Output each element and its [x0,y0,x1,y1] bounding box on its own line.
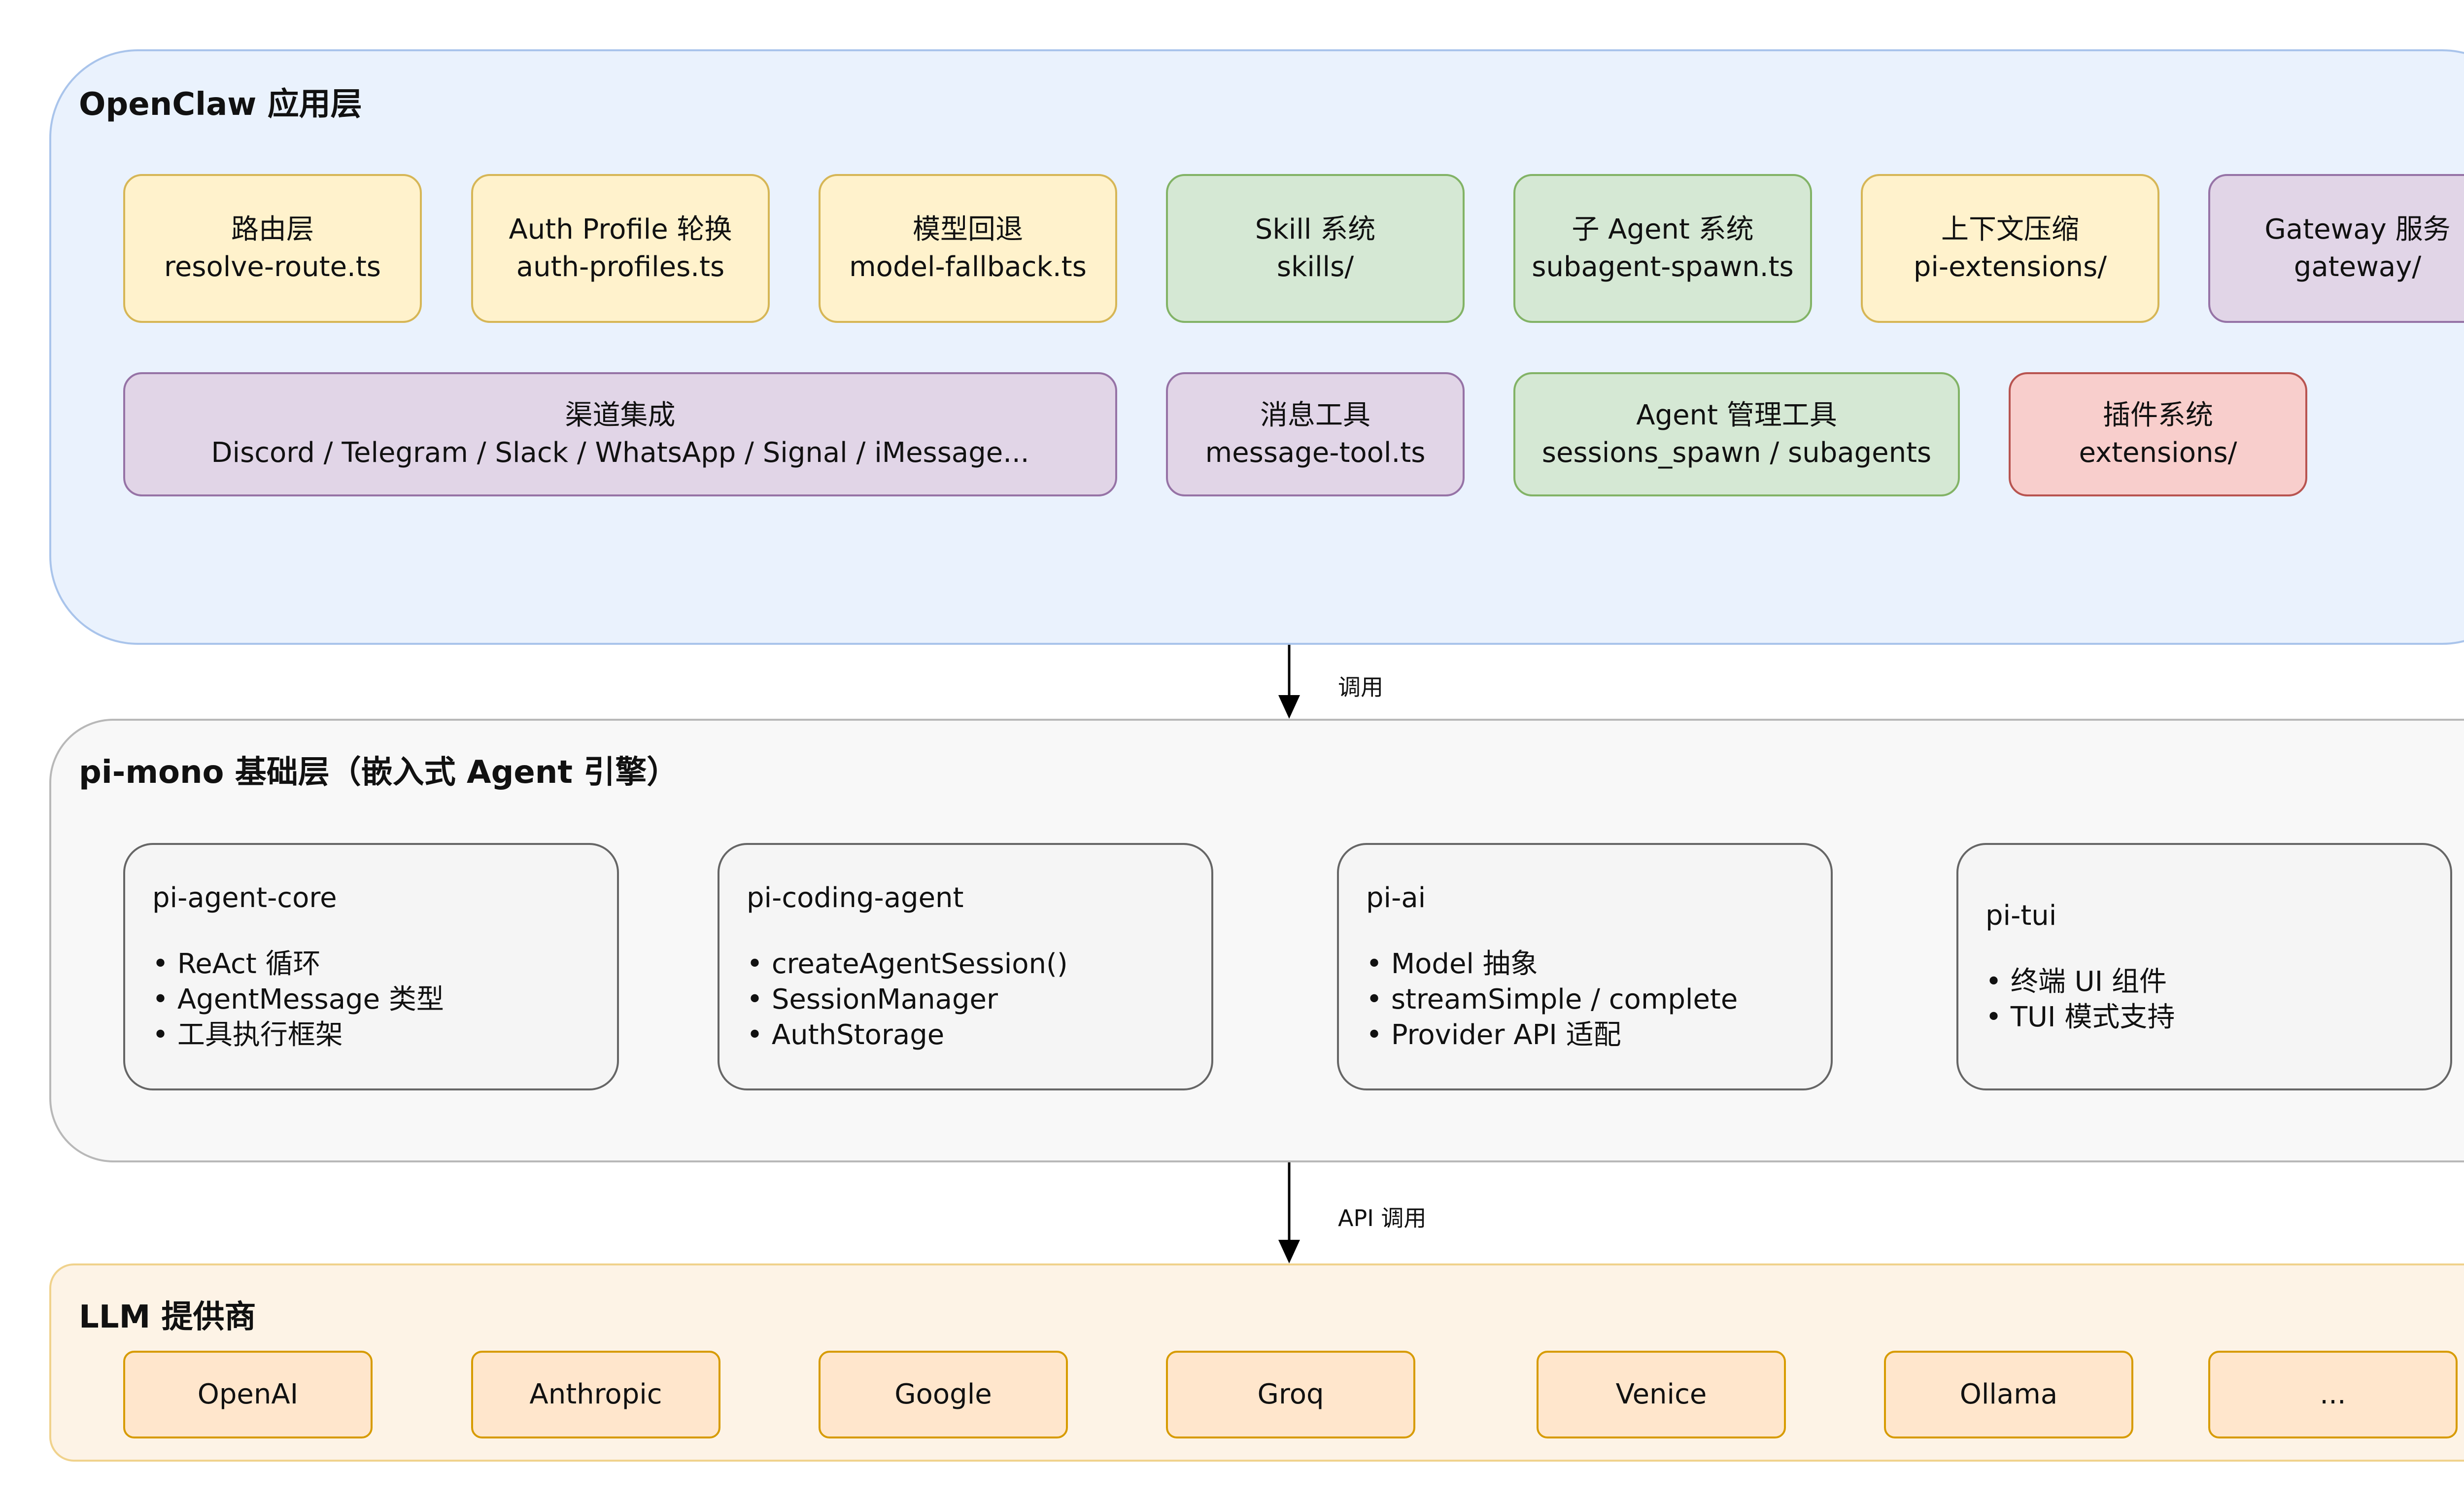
package-feature: • AgentMessage 类型 [152,983,444,1016]
module-gateway-service-label: Gateway 服务 [2264,213,2451,245]
package-pi-tui[interactable]: pi-tui • 终端 UI 组件 • TUI 模式支持 [1956,843,2452,1090]
package-feature: • Model 抽象 [1366,948,1538,980]
package-feature: • 工具执行框架 [152,1019,343,1051]
app-layer-container [49,49,2464,645]
module-plugin-system[interactable]: 插件系统 extensions/ [2009,372,2307,496]
package-name: pi-ai [1366,882,1426,914]
module-skill-system[interactable]: Skill 系统 skills/ [1166,174,1465,323]
package-feature: • TUI 模式支持 [1985,1001,2175,1033]
module-model-fallback-file: model-fallback.ts [849,251,1087,283]
module-channel-integration[interactable]: 渠道集成 Discord / Telegram / Slack / WhatsA… [123,372,1117,496]
provider-label: Anthropic [529,1378,662,1410]
provider-groq[interactable]: Groq [1166,1351,1415,1438]
module-context-compression-file: pi-extensions/ [1913,251,2107,283]
edge-label-api-call: API 调用 [1338,1205,1427,1231]
package-feature: • SessionManager [747,983,998,1016]
package-feature: • createAgentSession() [747,948,1068,980]
module-routing-file: resolve-route.ts [164,251,381,283]
provider-label: OpenAI [197,1378,299,1410]
provider-more[interactable]: ... [2208,1351,2458,1438]
edge-label-call: 调用 [1338,674,1383,700]
module-auth-profile[interactable]: Auth Profile 轮换 auth-profiles.ts [471,174,770,323]
module-context-compression-label: 上下文压缩 [1941,213,2079,245]
module-routing-label: 路由层 [231,213,314,245]
module-agent-management-tool-label: Agent 管理工具 [1636,399,1837,431]
module-plugin-system-file: extensions/ [2079,437,2237,469]
module-subagent-system[interactable]: 子 Agent 系统 subagent-spawn.ts [1513,174,1812,323]
module-message-tool[interactable]: 消息工具 message-tool.ts [1166,372,1465,496]
provider-label: Groq [1257,1378,1324,1410]
module-channel-integration-label: 渠道集成 [565,399,676,431]
package-feature: • ReAct 循环 [152,948,321,980]
provider-openai[interactable]: OpenAI [123,1351,373,1438]
module-channel-integration-channels: Discord / Telegram / Slack / WhatsApp / … [211,437,1029,469]
package-name: pi-agent-core [152,882,337,914]
package-feature: • streamSimple / complete [1366,983,1738,1016]
llm-layer-title: LLM 提供商 [79,1299,256,1335]
package-feature: • Provider API 适配 [1366,1019,1621,1051]
module-context-compression[interactable]: 上下文压缩 pi-extensions/ [1861,174,2159,323]
provider-label: Venice [1615,1378,1707,1410]
module-auth-profile-file: auth-profiles.ts [516,251,725,283]
module-message-tool-file: message-tool.ts [1205,437,1426,469]
package-pi-ai[interactable]: pi-ai • Model 抽象 • streamSimple / comple… [1337,843,1833,1090]
provider-ollama[interactable]: Ollama [1884,1351,2133,1438]
base-layer-title: pi-mono 基础层（嵌入式 Agent 引擎） [79,754,679,791]
provider-google[interactable]: Google [819,1351,1068,1438]
module-skill-system-label: Skill 系统 [1255,213,1376,245]
module-auth-profile-label: Auth Profile 轮换 [509,213,732,245]
module-model-fallback-label: 模型回退 [913,213,1023,245]
arrow-base-to-llm-head [1278,1240,1300,1263]
module-agent-management-tool[interactable]: Agent 管理工具 sessions_spawn / subagents [1513,372,1960,496]
module-plugin-system-label: 插件系统 [2103,399,2213,431]
module-message-tool-label: 消息工具 [1260,399,1370,431]
provider-anthropic[interactable]: Anthropic [471,1351,720,1438]
module-subagent-system-label: 子 Agent 系统 [1572,213,1754,245]
provider-label: Google [894,1378,992,1410]
provider-label: ... [2320,1378,2346,1410]
module-subagent-system-file: subagent-spawn.ts [1532,251,1794,283]
module-skill-system-file: skills/ [1276,251,1354,283]
package-feature: • AuthStorage [747,1019,945,1051]
provider-label: Ollama [1959,1378,2058,1410]
provider-venice[interactable]: Venice [1537,1351,1786,1438]
module-gateway-service-file: gateway/ [2293,251,2422,283]
package-name: pi-coding-agent [747,882,964,914]
module-routing[interactable]: 路由层 resolve-route.ts [123,174,422,323]
app-layer-title: OpenClaw 应用层 [79,86,362,123]
package-name: pi-tui [1985,900,2057,932]
package-feature: • 终端 UI 组件 [1985,966,2167,998]
module-model-fallback[interactable]: 模型回退 model-fallback.ts [819,174,1117,323]
module-agent-management-tool-file: sessions_spawn / subagents [1541,437,1932,469]
module-gateway-service[interactable]: Gateway 服务 gateway/ [2208,174,2464,323]
package-pi-agent-core[interactable]: pi-agent-core • ReAct 循环 • AgentMessage … [123,843,619,1090]
package-pi-coding-agent[interactable]: pi-coding-agent • createAgentSession() •… [718,843,1213,1090]
arrow-app-to-base-head [1278,695,1300,719]
